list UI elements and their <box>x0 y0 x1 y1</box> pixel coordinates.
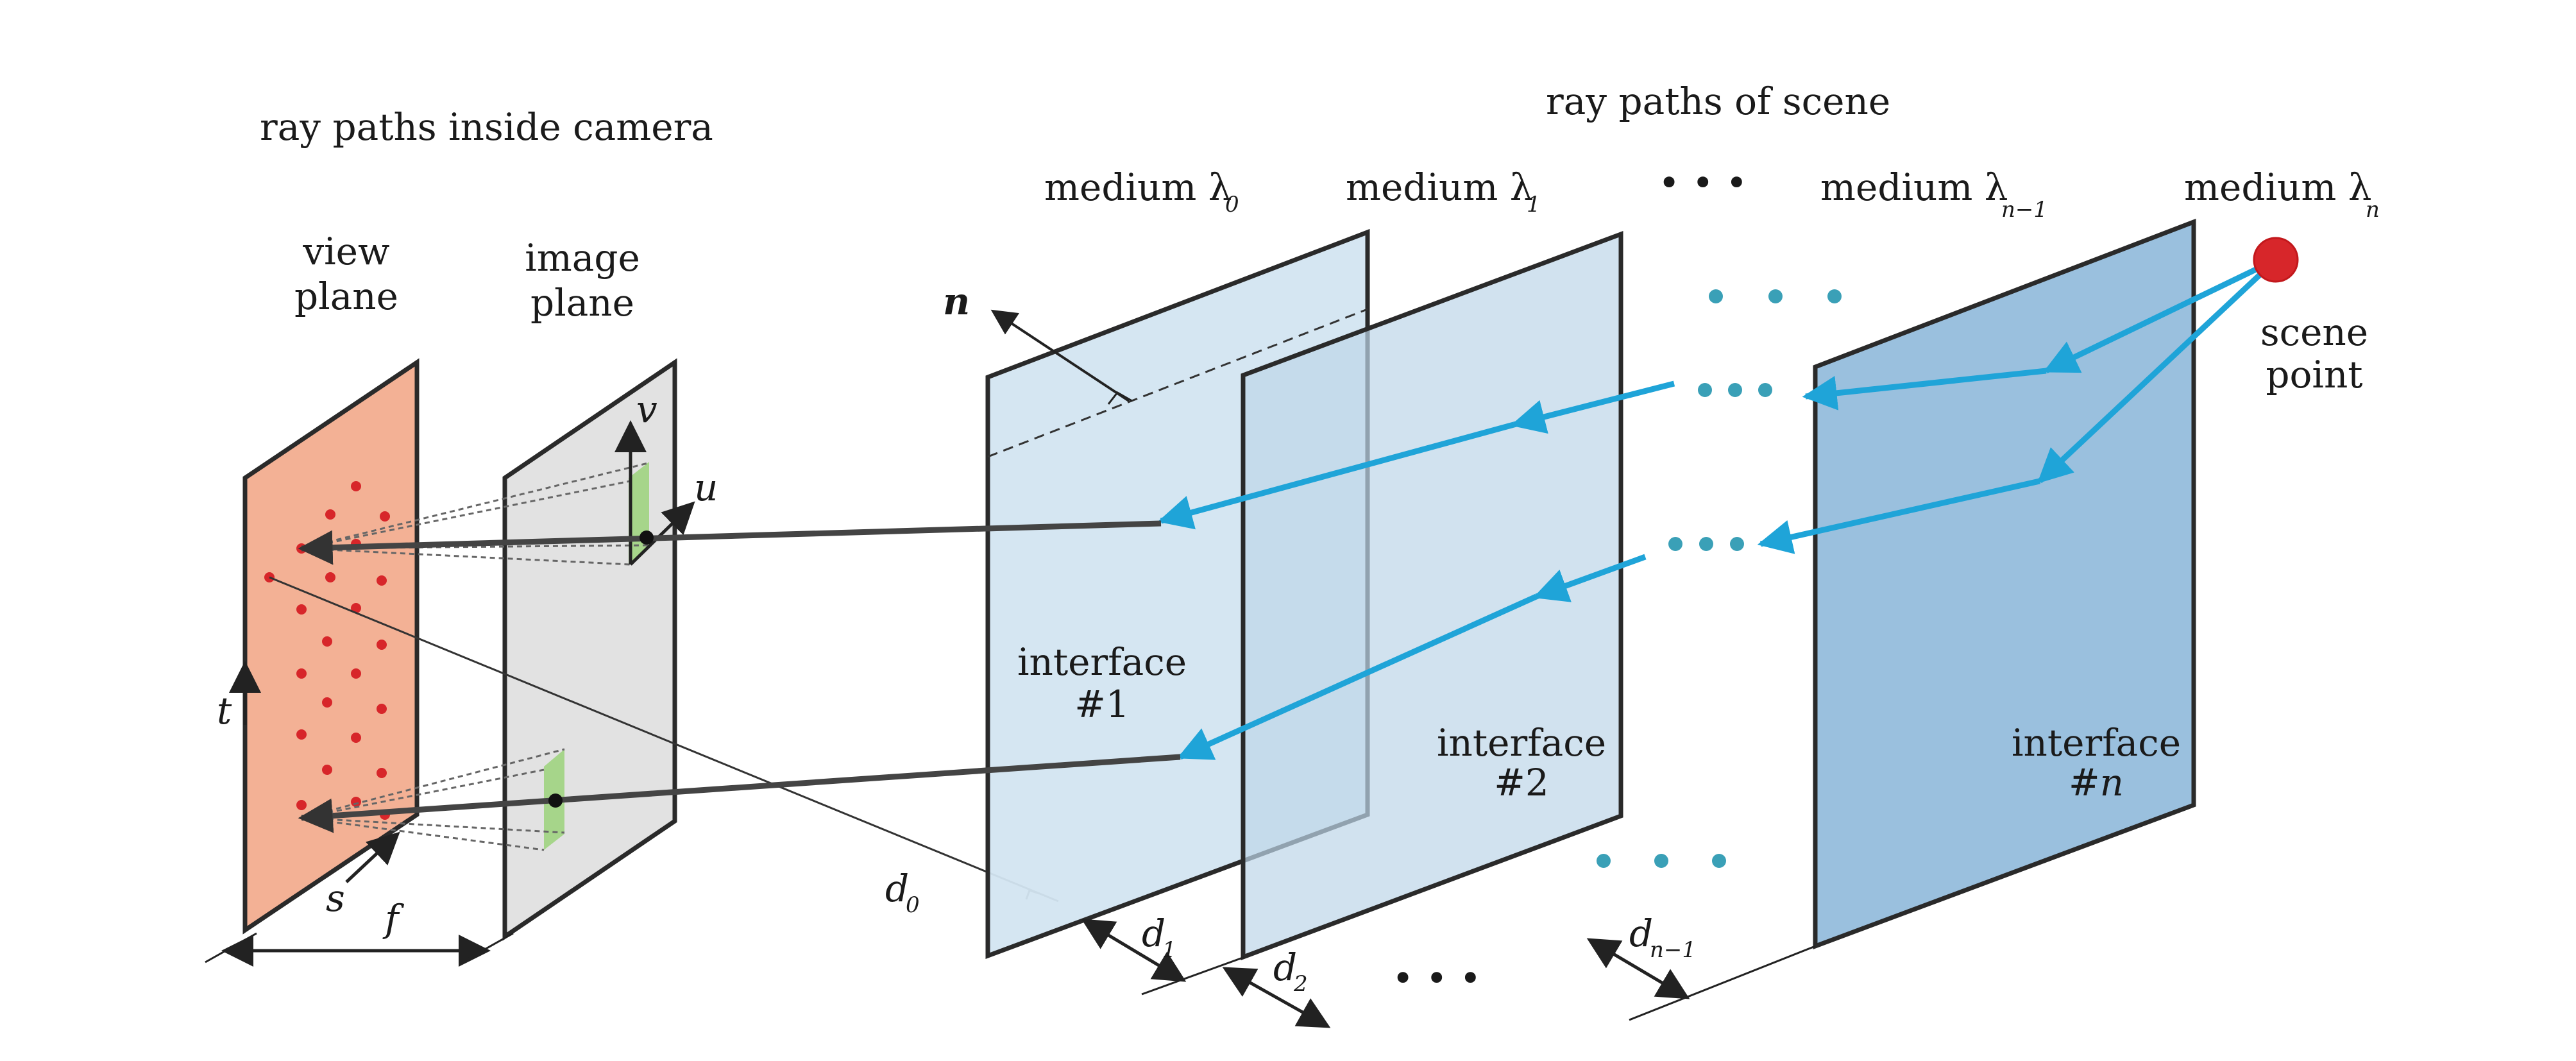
d1-arrow <box>1081 919 1187 982</box>
u-axis <box>629 501 695 566</box>
image-plane-point-upper <box>640 530 654 545</box>
interface-n-label-1: interface <box>2012 721 2181 765</box>
medium-0-sub: 0 <box>1225 192 1239 217</box>
normal-vector-n <box>990 309 1130 402</box>
interface-n-label-2: #n <box>2069 761 2124 804</box>
dn-1-label: d <box>1629 912 1653 955</box>
t-label: t <box>217 689 232 733</box>
image-plane-label-2: plane <box>530 281 634 325</box>
u-label: u <box>694 466 718 509</box>
scene-point <box>2253 237 2299 283</box>
camera-rays <box>298 520 1181 833</box>
scene-rays <box>1157 257 2278 760</box>
f-label: f <box>382 897 405 940</box>
scene-point-label-1: scene <box>2260 310 2368 354</box>
medium-1-label: medium λ <box>1346 166 1534 209</box>
d0-label: d <box>885 867 909 910</box>
d0-sub: 0 <box>906 892 920 918</box>
interface-1-label-1: interface <box>1017 640 1187 684</box>
scene-point-label-2: point <box>2266 353 2362 396</box>
medium-dots: • • • <box>1658 161 1748 205</box>
heading-scene: ray paths of scene <box>1546 80 1890 123</box>
medium-n-1-label: medium λ <box>1820 166 2008 209</box>
s-label: s <box>326 876 345 920</box>
interface-n <box>1813 218 2196 950</box>
dn-1-sub: n−1 <box>1650 937 1696 963</box>
view-plane-label-2: plane <box>294 275 398 318</box>
interface-2-label-1: interface <box>1437 721 1606 765</box>
view-plane <box>242 358 419 935</box>
normal-label: n <box>943 280 970 323</box>
image-plane-point-lower <box>548 794 563 808</box>
medium-n-1-sub: n−1 <box>2001 197 2047 223</box>
image-plane <box>502 358 677 941</box>
bottom-dots: • • • <box>1392 956 1482 1000</box>
medium-n-sub: n <box>2366 197 2380 223</box>
interface-2-label-2: #2 <box>1494 761 1549 804</box>
d0-line <box>269 576 1059 903</box>
v-label: v <box>636 387 657 431</box>
medium-0-label: medium λ <box>1044 166 1232 209</box>
dn1-arrow <box>1586 938 1690 999</box>
s-axis <box>345 831 400 883</box>
view-plane-label-1: view <box>302 230 389 273</box>
interface-1-label-2: #1 <box>1074 683 1130 726</box>
medium-n-label: medium λ <box>2184 166 2372 209</box>
d1-sub: 1 <box>1162 937 1176 963</box>
teal-dots <box>1597 289 1842 868</box>
d2-label: d <box>1273 946 1297 989</box>
d2-sub: 2 <box>1293 971 1308 997</box>
d1-label: d <box>1142 912 1165 955</box>
medium-1-sub: 1 <box>1527 192 1541 217</box>
image-plane-label-1: image <box>525 236 640 280</box>
view-plane-sample-dots <box>264 481 390 820</box>
heading-camera: ray paths inside camera <box>260 105 713 149</box>
d2-arrow <box>1222 967 1331 1028</box>
